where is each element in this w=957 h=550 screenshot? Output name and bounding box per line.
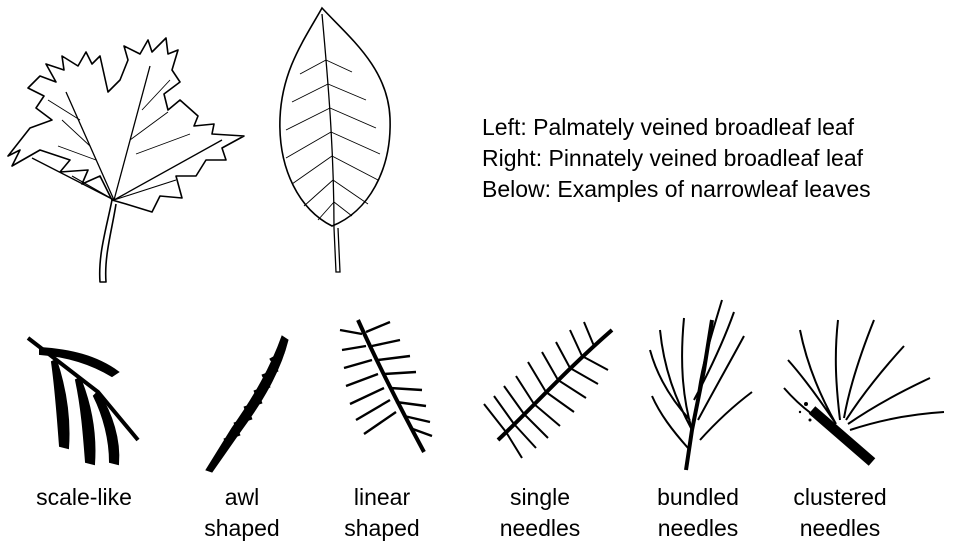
label-scale-like: scale-like [14, 482, 154, 513]
leaf-caption: Left: Palmately veined broadleaf leaf Ri… [482, 112, 871, 205]
label-clustered-needles: clustered needles [770, 482, 910, 544]
pinnate-broadleaf-leaf [280, 8, 390, 272]
label-awl-shaped: awl shaped [172, 482, 312, 544]
awl-shaped-sprig [206, 336, 288, 472]
label-bundled-needles: bundled needles [628, 482, 768, 544]
linear-shaped-sprig [340, 320, 432, 452]
caption-line-below: Below: Examples of narrowleaf leaves [482, 174, 871, 205]
label-linear-shaped: linear shaped [312, 482, 452, 544]
caption-line-right: Right: Pinnately veined broadleaf leaf [482, 143, 871, 174]
label-single-needles: single needles [470, 482, 610, 544]
palmate-maple-leaf [8, 38, 244, 282]
clustered-needles-sprig [784, 320, 944, 462]
single-needles-sprig [484, 322, 612, 458]
caption-line-left: Left: Palmately veined broadleaf leaf [482, 112, 871, 143]
bundled-needles-sprig [650, 300, 752, 470]
scale-like-sprig [28, 338, 138, 464]
